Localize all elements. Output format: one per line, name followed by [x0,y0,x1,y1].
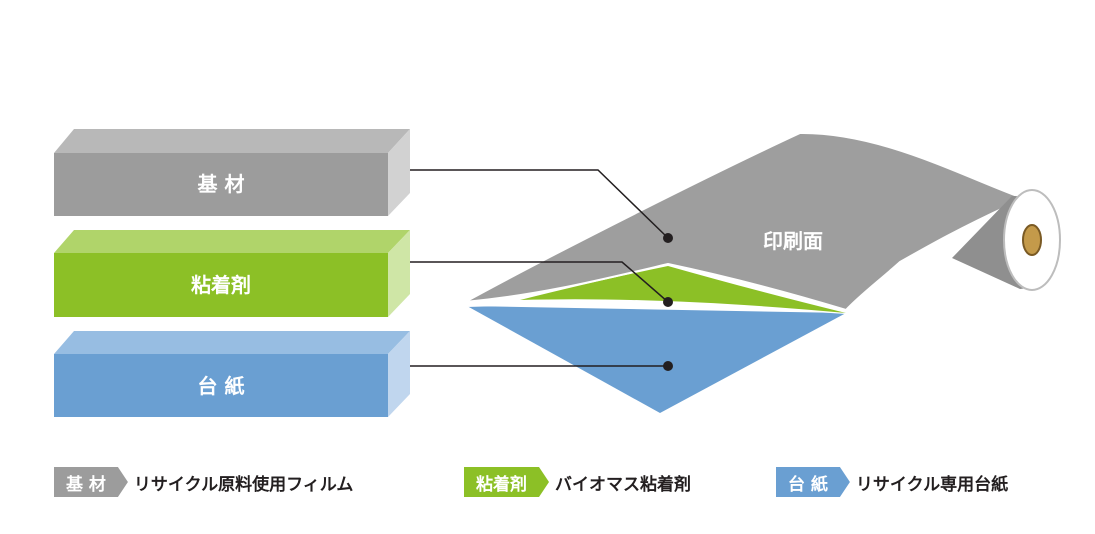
legend-substrate-badge: 基 材 [54,467,128,497]
leader-adhesive [410,261,669,303]
legend-substrate: 基 材 リサイクル原料使用フィルム [54,466,353,498]
print-surface-label: 印刷面 [763,229,823,253]
block-liner-label: 台 紙 [198,374,245,398]
block-adhesive-label: 粘着剤 [191,273,251,297]
block-adhesive-side [388,230,410,317]
legend-adhesive: 粘着剤 バイオマス粘着剤 [464,466,691,498]
block-substrate-label: 基 材 [198,172,245,196]
leader-substrate [410,169,669,239]
block-adhesive-top [54,230,410,253]
leader-adhesive-dot [663,297,673,307]
block-liner-side [388,331,410,417]
roll-film-sheet [464,131,1023,312]
roll-liner-edge [466,303,847,314]
block-liner: 台 紙 [54,331,410,417]
legend-adhesive-badge: 粘着剤 [464,467,549,497]
block-substrate-side [388,129,410,216]
block-adhesive: 粘着剤 [54,230,410,317]
block-substrate-top [54,129,410,153]
legend-adhesive-description: バイオマス粘着剤 [555,474,691,495]
leader-liner-dot [663,361,673,371]
roll-core [1022,224,1042,256]
block-liner-front [54,354,388,417]
legend-liner-description: リサイクル専用台紙 [855,474,1009,495]
leader-substrate-dot [663,233,673,243]
roll-adhesive-layer [520,266,846,313]
block-substrate-front [54,153,388,216]
legend-liner: 台 紙 リサイクル専用台紙 [776,466,1008,498]
roll-liner-layer [467,306,846,413]
legend-substrate-description: リサイクル原料使用フィルム [133,474,354,495]
block-substrate: 基 材 [54,129,410,216]
block-liner-top [54,331,410,354]
legend-liner-badge: 台 紙 [776,467,850,497]
block-adhesive-front [54,253,388,317]
